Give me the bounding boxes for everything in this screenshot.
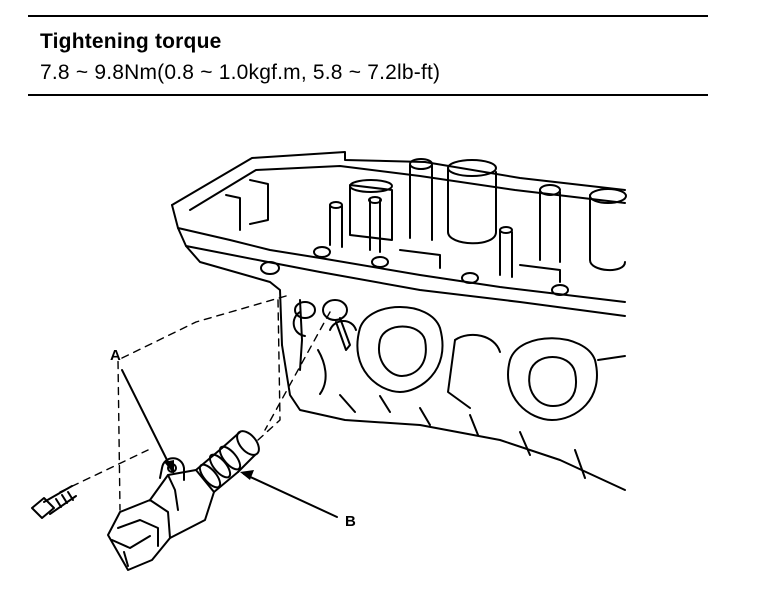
bolt-icon	[31, 485, 77, 519]
arrowhead-b	[240, 470, 254, 480]
leader-lines	[121, 369, 338, 518]
torque-title: Tightening torque	[40, 30, 222, 53]
arrowhead-a	[164, 460, 174, 474]
callout-label-b: B	[345, 513, 356, 530]
alignment-lines	[59, 295, 331, 511]
cylinder-head-icon	[171, 151, 627, 491]
header-bottom-rule	[28, 94, 708, 96]
torque-spec: 7.8 ~ 9.8Nm(0.8 ~ 1.0kgf.m, 5.8 ~ 7.2lb-…	[40, 61, 441, 84]
oil-control-valve-icon	[107, 430, 260, 571]
header-top-rule	[28, 15, 708, 17]
callout-label-a: A	[110, 347, 121, 364]
